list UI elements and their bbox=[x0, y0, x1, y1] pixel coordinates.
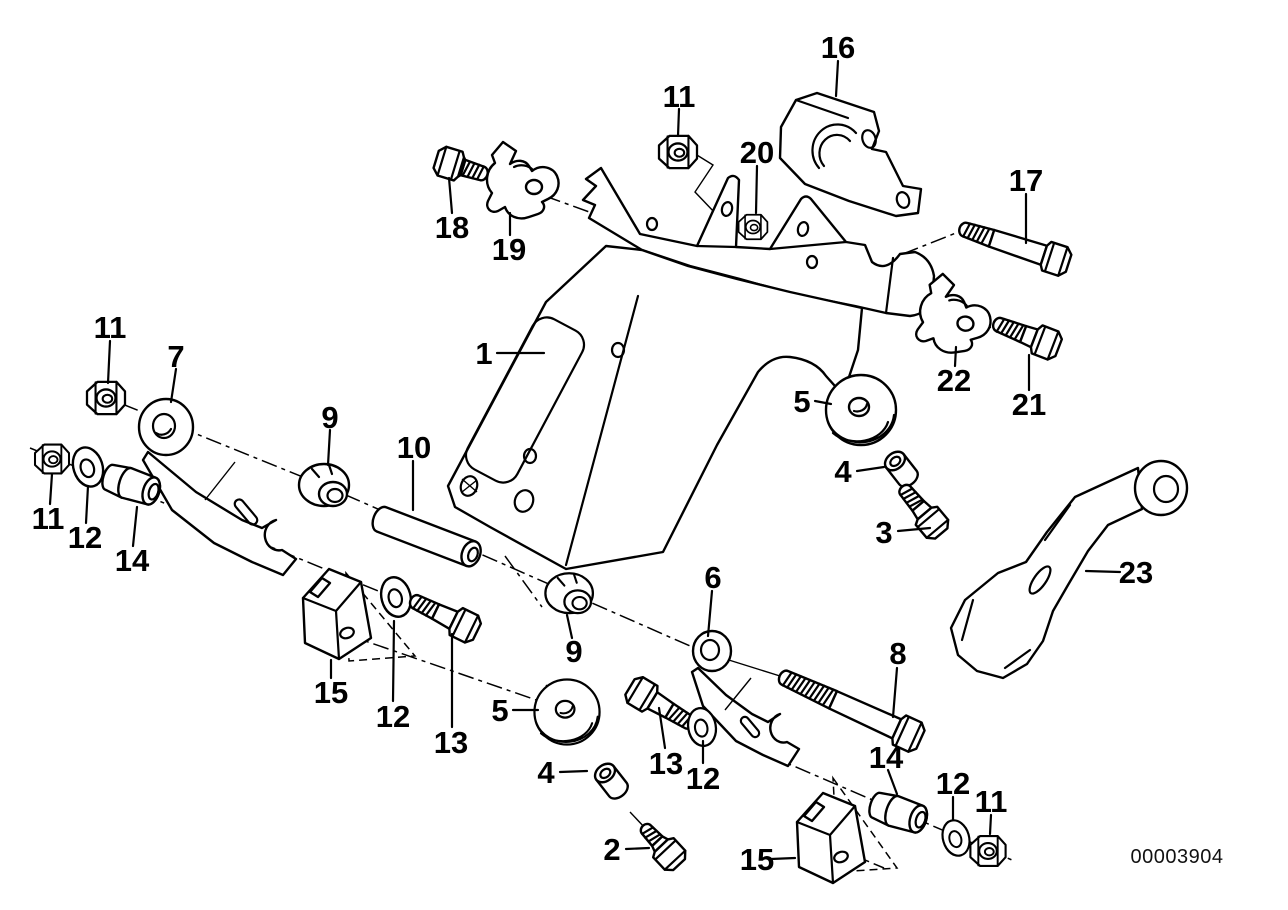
callout-8-leader bbox=[891, 666, 899, 719]
callout-leaders bbox=[48, 59, 1122, 861]
callout-5-b-label: 5 bbox=[491, 693, 508, 728]
callout-13-b-label: 13 bbox=[649, 746, 683, 781]
callout-13-a-label: 13 bbox=[434, 725, 468, 760]
callout-5-a-leader bbox=[813, 399, 833, 406]
callout-19-label: 19 bbox=[492, 232, 526, 267]
callout-12-b-leader bbox=[391, 619, 396, 703]
part-6-bearing-arm bbox=[690, 629, 801, 768]
callout-20-leader bbox=[754, 164, 759, 215]
callout-3-leader bbox=[896, 526, 932, 533]
callout-11-d-label: 11 bbox=[975, 784, 1008, 819]
callout-4-b-leader bbox=[558, 769, 589, 774]
part-1-support-bracket bbox=[446, 166, 936, 571]
callout-12-a-leader bbox=[84, 484, 90, 525]
callout-22-label: 22 bbox=[937, 363, 971, 398]
part-4b-sleeve bbox=[590, 758, 633, 804]
part-9a-bushing bbox=[297, 462, 351, 508]
part-11d-nut bbox=[969, 834, 1007, 868]
callout-12-b-label: 12 bbox=[376, 699, 410, 734]
part-11b-nut bbox=[85, 380, 127, 416]
part-11c-nut bbox=[33, 443, 71, 475]
callout-9-b-label: 9 bbox=[565, 634, 582, 669]
callout-5-a-label: 5 bbox=[793, 384, 810, 419]
part-13a-bolt bbox=[408, 593, 483, 644]
callout-4-a-leader bbox=[855, 465, 886, 473]
part-12d-washer bbox=[937, 816, 975, 860]
callout-14-b-label: 14 bbox=[869, 740, 904, 775]
callout-2-label: 2 bbox=[603, 832, 620, 867]
part-19-lock-washer bbox=[485, 140, 560, 220]
part-21-bolt bbox=[992, 316, 1064, 361]
callout-12-c-label: 12 bbox=[686, 761, 720, 796]
callout-10-label: 10 bbox=[397, 430, 431, 465]
callout-12-a-label: 12 bbox=[68, 520, 102, 555]
callout-1-label: 1 bbox=[475, 336, 492, 371]
wedge-pointer-15a bbox=[345, 570, 417, 662]
callout-15-b-leader bbox=[769, 856, 797, 861]
part-17-bolt bbox=[958, 221, 1073, 277]
part-16-clamp bbox=[778, 91, 923, 218]
part-2-bolt bbox=[639, 822, 687, 872]
callout-21-label: 21 bbox=[1012, 387, 1046, 422]
callout-11-c-label: 11 bbox=[32, 501, 65, 536]
callout-9-a-label: 9 bbox=[321, 400, 338, 435]
callout-20-label: 20 bbox=[740, 135, 774, 170]
part-4a-sleeve bbox=[880, 446, 923, 492]
callout-14-b-leader bbox=[886, 768, 899, 796]
callout-4-b-label: 4 bbox=[537, 755, 555, 790]
callout-6-leader bbox=[706, 589, 714, 638]
part-9b-bushing bbox=[544, 572, 595, 615]
callout-7-label: 7 bbox=[167, 339, 184, 374]
part-12b-washer bbox=[375, 572, 417, 622]
callout-11-a-leader bbox=[676, 107, 681, 138]
part-5a-grommet bbox=[824, 373, 898, 447]
callout-2-leader bbox=[624, 846, 651, 851]
callout-4-a-label: 4 bbox=[834, 454, 852, 489]
wedge-pointer-15b bbox=[832, 775, 899, 873]
callout-23-label: 23 bbox=[1119, 555, 1153, 590]
part-3-bolt bbox=[898, 483, 950, 540]
callout-16-label: 16 bbox=[821, 30, 855, 65]
callout-22-leader bbox=[953, 345, 958, 368]
callout-16-leader bbox=[834, 59, 840, 98]
callout-9-a-leader bbox=[326, 428, 332, 467]
part-14b-bushing bbox=[864, 787, 932, 838]
callout-15-a-label: 15 bbox=[314, 675, 348, 710]
callout-13-b-leader bbox=[657, 706, 667, 750]
callout-18-leader bbox=[447, 176, 454, 215]
part-8-bolt bbox=[777, 669, 926, 753]
callout-11-d-leader bbox=[988, 813, 993, 836]
part-15a-clamp-block bbox=[301, 567, 373, 661]
part-15b-clamp-block bbox=[795, 791, 867, 885]
part-18-bolt bbox=[432, 145, 489, 182]
callout-11-c-leader bbox=[48, 472, 54, 506]
callout-14-a-leader bbox=[131, 505, 139, 548]
callout-8-label: 8 bbox=[889, 636, 906, 671]
part-23-lever bbox=[949, 459, 1189, 680]
callout-9-b-leader bbox=[565, 613, 574, 640]
callout-14-a-label: 14 bbox=[115, 543, 150, 578]
callout-15-b-label: 15 bbox=[740, 842, 774, 877]
callout-12-d-label: 12 bbox=[936, 766, 970, 801]
callout-11-a-label: 11 bbox=[663, 79, 696, 114]
part-20-nut bbox=[737, 213, 769, 241]
part-5b-grommet bbox=[533, 678, 601, 746]
callout-7-leader bbox=[169, 367, 178, 404]
parts-drawings bbox=[33, 91, 1189, 885]
callout-11-b-label: 11 bbox=[94, 310, 127, 345]
callout-18-label: 18 bbox=[435, 210, 469, 245]
callout-6-label: 6 bbox=[704, 560, 721, 595]
part-10-spacer-tube bbox=[371, 505, 482, 568]
diagram-number: 00003904 bbox=[1131, 846, 1224, 868]
part-11a-nut bbox=[657, 134, 699, 170]
callout-11-b-leader bbox=[106, 339, 112, 385]
callout-17-label: 17 bbox=[1009, 163, 1043, 198]
callout-3-label: 3 bbox=[875, 515, 892, 550]
callout-23-leader bbox=[1084, 569, 1122, 574]
part-7-bearing-arm bbox=[137, 397, 298, 577]
